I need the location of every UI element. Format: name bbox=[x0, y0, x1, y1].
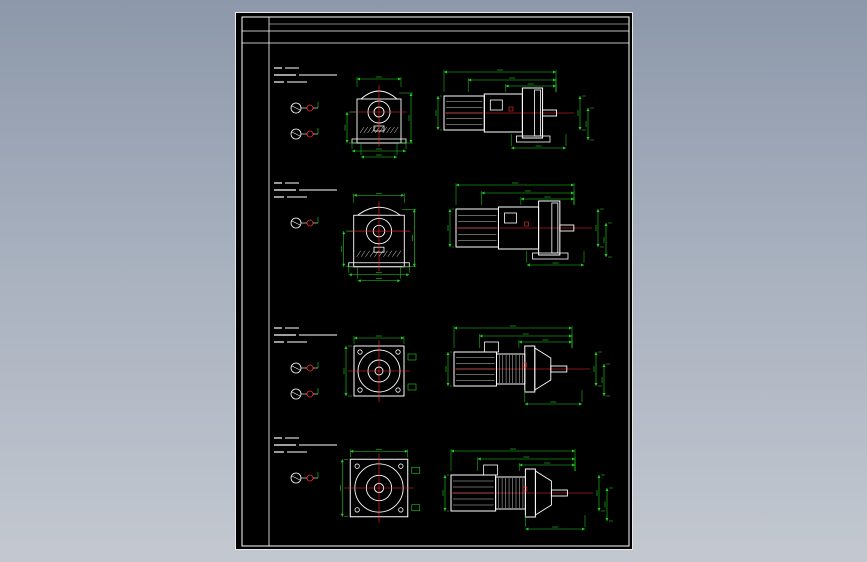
hatch-line bbox=[374, 126, 380, 134]
wiring-mark bbox=[291, 105, 301, 111]
output-shaft bbox=[542, 109, 558, 117]
detail-callout bbox=[407, 383, 417, 391]
hatch-line bbox=[382, 126, 388, 134]
wiring-capacitor-symbol bbox=[306, 130, 314, 138]
key-mark bbox=[524, 221, 529, 227]
key-mark bbox=[522, 486, 528, 492]
bolt-hole bbox=[354, 463, 360, 469]
drawing-row-3 bbox=[274, 325, 610, 406]
wiring-capacitor-symbol bbox=[306, 390, 314, 398]
hatch-line bbox=[383, 250, 388, 257]
key-mark bbox=[508, 106, 514, 112]
detail-callout bbox=[411, 504, 421, 512]
bolt-hole bbox=[395, 387, 401, 393]
bolt-hole bbox=[357, 349, 363, 355]
drawing-row-2 bbox=[274, 182, 612, 283]
bolt-hole bbox=[357, 387, 363, 393]
drawing-frame bbox=[241, 16, 630, 547]
gear-housing bbox=[534, 347, 552, 391]
hatch-line bbox=[378, 250, 384, 257]
hatch-line bbox=[359, 126, 365, 134]
gear-housing bbox=[534, 470, 552, 516]
hatch-line bbox=[356, 250, 361, 257]
wiring-mark bbox=[291, 475, 301, 481]
wiring-mark bbox=[291, 391, 301, 397]
hatch-line bbox=[396, 250, 402, 257]
hatch-line bbox=[374, 250, 379, 257]
hatch-line bbox=[360, 250, 366, 257]
terminal-box bbox=[484, 341, 499, 353]
mounting-base bbox=[515, 135, 551, 143]
hatch-line bbox=[367, 126, 372, 134]
bolt-hole bbox=[398, 507, 404, 513]
hatch-line bbox=[371, 126, 376, 134]
wiring-mark bbox=[291, 131, 301, 137]
wiring-capacitor-symbol bbox=[306, 219, 314, 227]
detail-callout bbox=[407, 353, 417, 361]
terminal-box bbox=[504, 212, 517, 224]
hatch-line bbox=[393, 126, 399, 134]
hatch-line bbox=[378, 126, 384, 134]
wiring-capacitor-symbol bbox=[306, 474, 314, 482]
hatch-line bbox=[365, 250, 370, 257]
drawing-row-1 bbox=[274, 67, 594, 159]
terminal-box bbox=[483, 464, 499, 476]
hatch-line bbox=[386, 126, 391, 134]
terminal-box bbox=[489, 99, 503, 111]
wiring-mark bbox=[291, 365, 301, 371]
wiring-mark bbox=[291, 220, 301, 226]
detail-callout bbox=[411, 466, 421, 474]
hatch-line bbox=[390, 126, 395, 134]
key-mark bbox=[522, 362, 527, 368]
hatch-line bbox=[363, 126, 369, 134]
hatch-line bbox=[387, 250, 393, 257]
hatch-line bbox=[369, 250, 375, 257]
hatch-line bbox=[392, 250, 397, 257]
drawing-row-4 bbox=[274, 437, 613, 531]
output-shaft bbox=[550, 489, 568, 497]
bolt-hole bbox=[398, 463, 404, 469]
wiring-capacitor-symbol bbox=[306, 104, 314, 112]
output-shaft bbox=[559, 224, 575, 232]
bolt-hole bbox=[395, 349, 401, 355]
output-shaft bbox=[550, 365, 568, 373]
wiring-capacitor-symbol bbox=[306, 364, 314, 372]
inner-border bbox=[241, 16, 630, 547]
cad-drawing bbox=[241, 16, 630, 547]
mounting-base bbox=[532, 252, 569, 260]
drawing-sheet bbox=[235, 12, 633, 550]
bolt-hole bbox=[354, 507, 360, 513]
